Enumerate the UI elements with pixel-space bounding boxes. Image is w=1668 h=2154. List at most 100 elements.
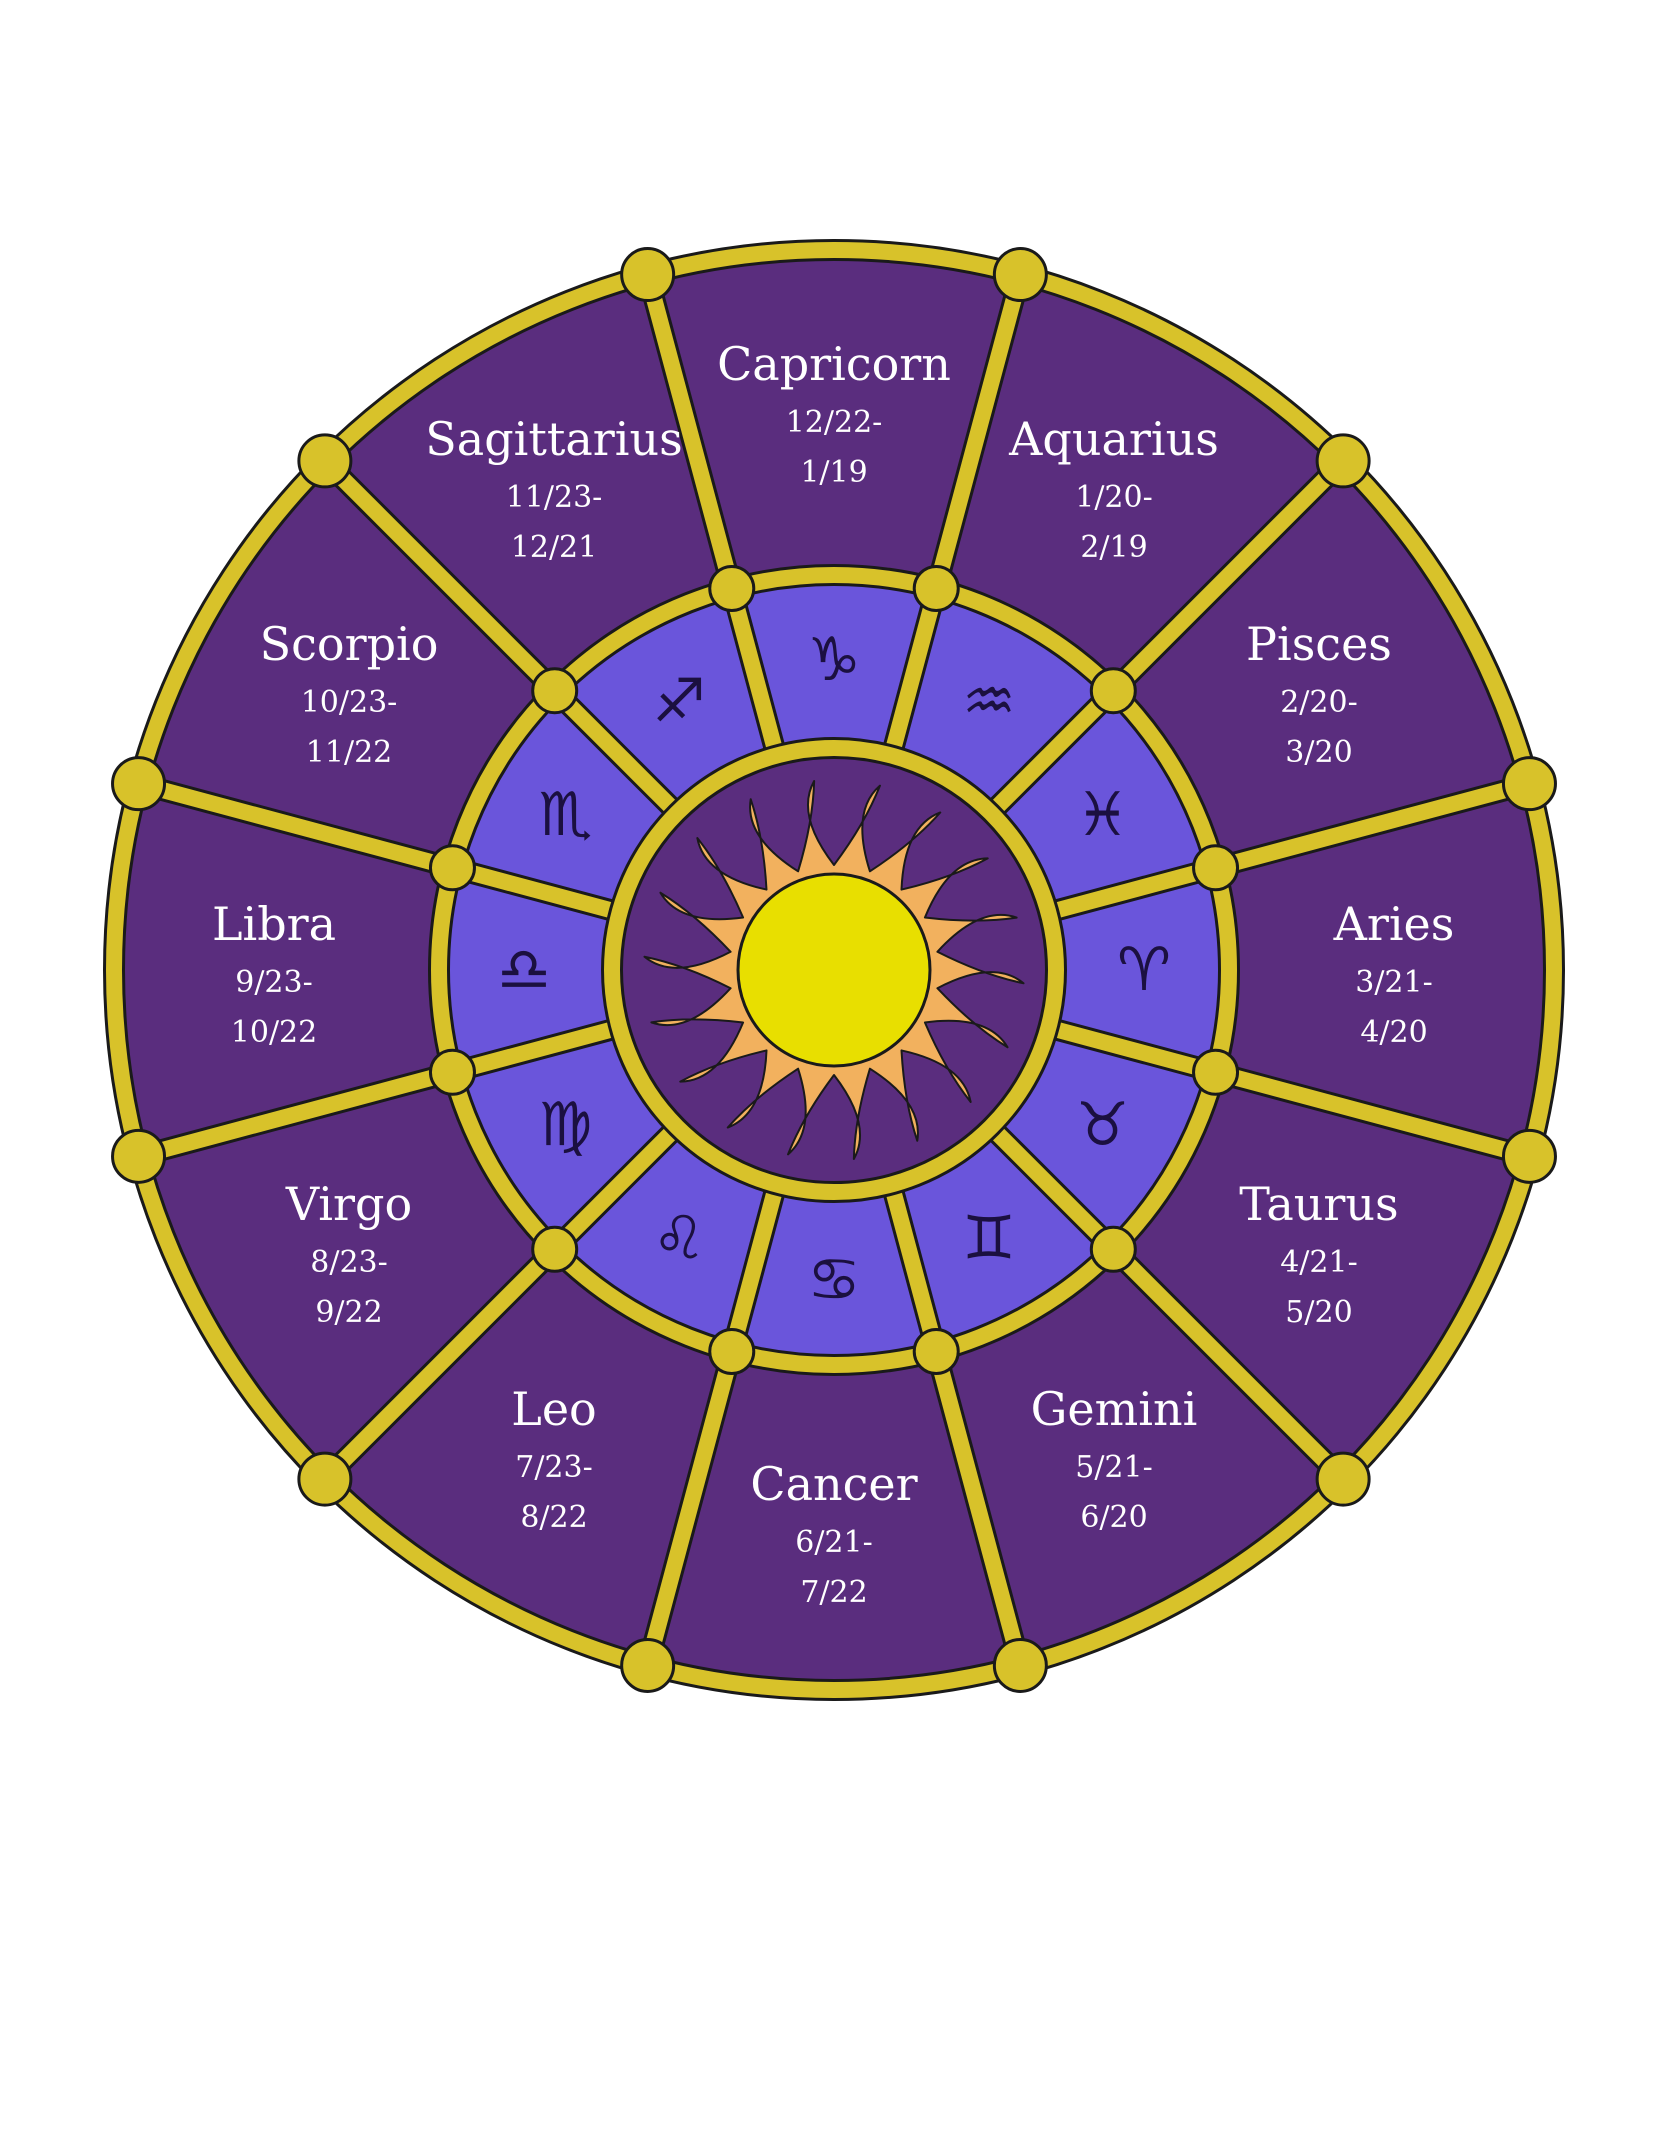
outer-knob-7 (1501, 1128, 1557, 1184)
outer-spoke-2 (319, 455, 561, 697)
sector-gemini: Gemini 5/21- 6/20 (1031, 1382, 1198, 1535)
outer-knob-4 (992, 247, 1048, 303)
outer-knob-6 (1501, 756, 1557, 812)
sign-date-line: 8/22 (520, 1500, 587, 1535)
inner-knob-4 (912, 564, 960, 612)
outer-gold-frame (106, 242, 1562, 1698)
sign-date-line: 2/19 (1080, 530, 1147, 565)
sign-date-line: 7/22 (800, 1575, 867, 1610)
inner-spoke-10 (724, 1182, 785, 1354)
scorpio-icon: ♏ (539, 780, 593, 850)
libra-icon: ♎ (497, 935, 551, 1005)
outer-knob-12 (111, 1128, 167, 1184)
sign-date-line: 2/20- (1280, 685, 1358, 720)
capricorn-icon: ♑ (807, 625, 861, 695)
outer-knob-3 (620, 247, 676, 303)
sign-name: Cancer (750, 1457, 917, 1511)
sign-name: Scorpio (260, 617, 439, 671)
gemini-icon: ♊ (962, 1203, 1016, 1273)
sector-pisces: Pisces 2/20- 3/20 (1246, 617, 1392, 770)
leo-icon: ♌ (652, 1203, 706, 1273)
inner-knob-5 (1089, 667, 1137, 715)
outer-spoke-1 (136, 775, 455, 876)
inner-spoke-3 (724, 586, 785, 758)
sector-sagittarius: Sagittarius 11/23- 12/21 (425, 412, 682, 565)
sign-date-line: 8/23- (310, 1245, 388, 1280)
sign-name: Aquarius (1008, 412, 1219, 466)
outer-knob-11 (297, 1451, 353, 1507)
sign-date-line: 4/20 (1360, 1015, 1427, 1050)
sign-date-line: 6/20 (1080, 1500, 1147, 1535)
inner-spoke-4 (883, 586, 944, 758)
sign-date-line: 5/21- (1075, 1450, 1153, 1485)
pisces-icon: ♓ (1076, 780, 1130, 850)
sun-icon (643, 780, 1025, 1160)
sign-name: Libra (212, 897, 336, 951)
sign-date-line: 4/21- (1280, 1245, 1358, 1280)
sign-name: Taurus (1239, 1177, 1398, 1231)
inner-spoke-11 (549, 1121, 683, 1255)
sign-date-line: 9/23- (235, 965, 313, 1000)
inner-knob-1 (428, 844, 476, 892)
sign-name: Leo (511, 1382, 596, 1436)
inner-spoke-1 (450, 860, 622, 921)
inner-spoke-5 (985, 685, 1119, 819)
inner-knob-3 (708, 564, 756, 612)
aquarius-icon: ♒ (962, 667, 1016, 737)
sign-date-line: 12/21 (511, 530, 597, 565)
taurus-icon: ♉ (1076, 1090, 1130, 1160)
sign-name: Pisces (1246, 617, 1392, 671)
outer-spoke-10 (639, 1349, 740, 1668)
sign-name: Virgo (285, 1177, 412, 1231)
inner-spoke-2 (549, 685, 683, 819)
inner-knob-6 (1192, 844, 1240, 892)
inner-spoke-9 (883, 1182, 944, 1354)
sign-date-line: 12/22- (786, 405, 883, 440)
outer-spoke-11 (319, 1243, 561, 1485)
sign-date-line: 7/23- (515, 1450, 593, 1485)
sign-date-line: 11/22 (306, 735, 392, 770)
inner-spoke-12 (450, 1019, 622, 1080)
inner-knob-7 (1192, 1048, 1240, 1096)
outer-knob-8 (1315, 1451, 1371, 1507)
sign-date-line: 11/23- (506, 480, 603, 515)
outer-spoke-8 (1107, 1243, 1349, 1485)
sign-date-line: 3/21- (1355, 965, 1433, 1000)
inner-knob-8 (1089, 1225, 1137, 1273)
sign-date-line: 6/21- (795, 1525, 873, 1560)
sector-libra: Libra 9/23- 10/22 (212, 897, 336, 1050)
outer-spoke-4 (928, 272, 1029, 591)
outer-knob-9 (992, 1637, 1048, 1693)
outer-spoke-12 (136, 1064, 455, 1165)
middle-gold-frame (431, 567, 1237, 1373)
sign-date-line: 5/20 (1285, 1295, 1352, 1330)
outer-spoke-6 (1213, 775, 1532, 876)
sign-date-line: 10/22 (231, 1015, 317, 1050)
outer-knob-2 (297, 433, 353, 489)
sign-name: Sagittarius (425, 412, 682, 466)
sector-virgo: Virgo 8/23- 9/22 (285, 1177, 412, 1330)
cancer-icon: ♋ (807, 1245, 861, 1315)
inner-knob-9 (912, 1328, 960, 1376)
inner-spoke-7 (1046, 1019, 1218, 1080)
outer-knob-10 (620, 1637, 676, 1693)
sign-date-line: 9/22 (315, 1295, 382, 1330)
sector-taurus: Taurus 4/21- 5/20 (1239, 1177, 1398, 1330)
outer-spoke-5 (1107, 455, 1349, 697)
sign-date-line: 10/23- (301, 685, 398, 720)
inner-gold-frame (604, 740, 1064, 1200)
sign-date-line: 3/20 (1285, 735, 1352, 770)
outer-knob-1 (111, 756, 167, 812)
inner-knob-2 (531, 667, 579, 715)
outer-spoke-7 (1213, 1064, 1532, 1165)
outer-knob-5 (1315, 433, 1371, 489)
sign-name: Gemini (1031, 1382, 1198, 1436)
outer-spoke-3 (639, 272, 740, 591)
sign-name: Capricorn (717, 337, 951, 391)
virgo-icon: ♍ (539, 1090, 593, 1160)
